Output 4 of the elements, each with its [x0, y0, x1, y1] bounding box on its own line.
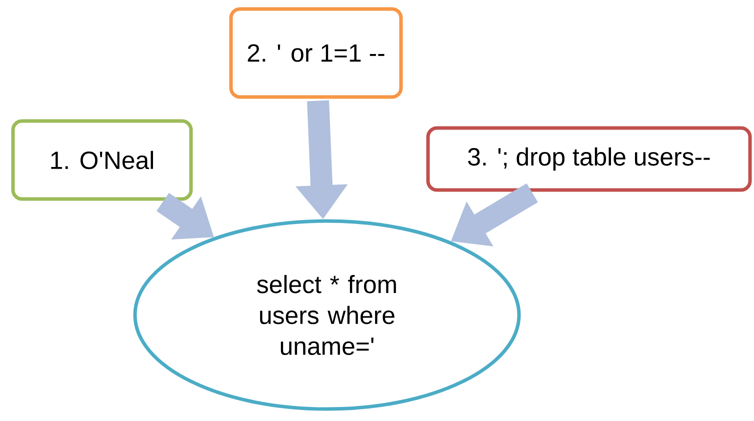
text-box: 1. O'Neal [11, 119, 193, 201]
text-box: 3. '; drop table users-- [426, 126, 752, 192]
ellipse-node: select * from users where uname=' [133, 219, 521, 411]
text-box: 2. ' or 1=1 -- [229, 7, 403, 99]
